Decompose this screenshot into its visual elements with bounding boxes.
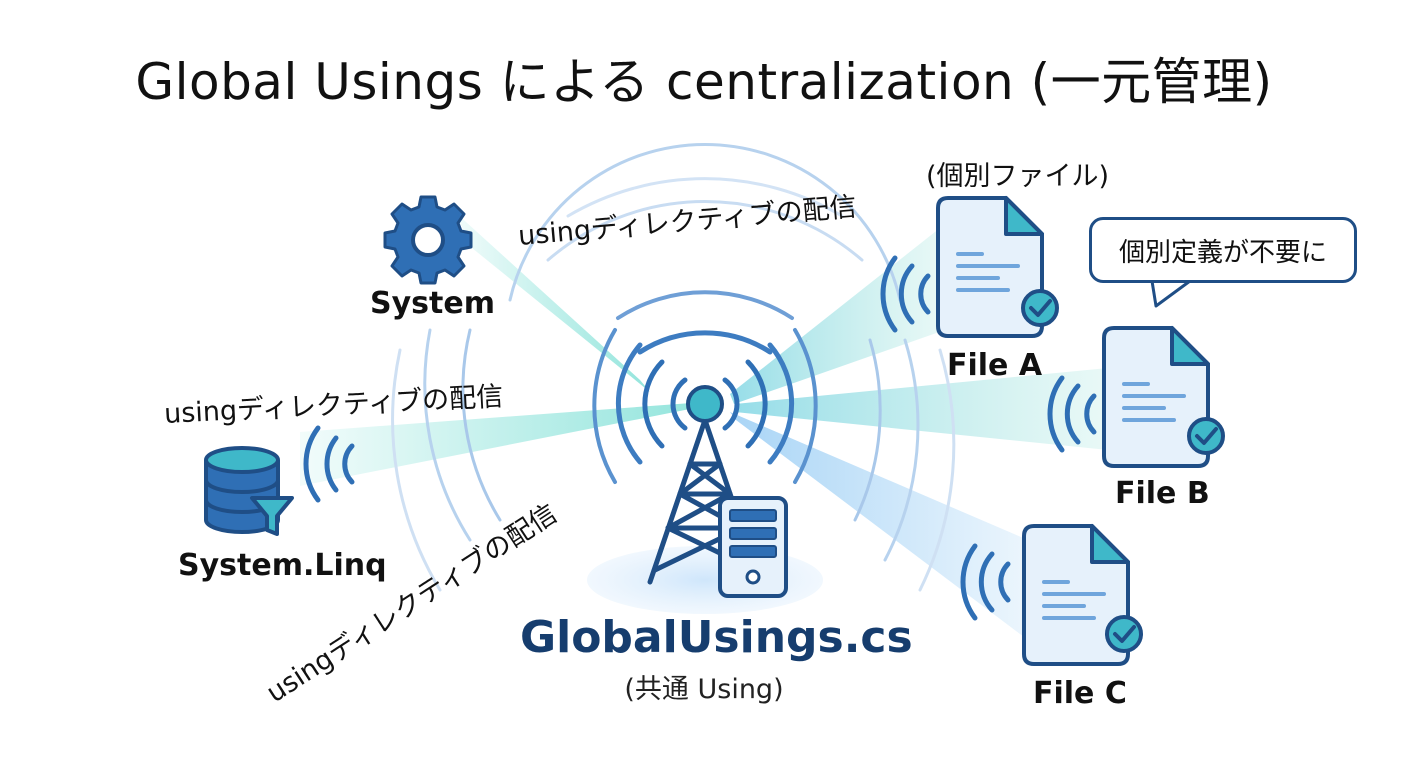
antenna-tip bbox=[686, 385, 724, 423]
beam-to-file-c bbox=[730, 412, 1028, 640]
gear-icon bbox=[383, 195, 473, 285]
server-icon bbox=[718, 496, 788, 598]
speech-bubble-tail bbox=[1150, 279, 1191, 308]
beam-to-file-b bbox=[735, 368, 1108, 450]
hub-name: GlobalUsings.cs bbox=[520, 612, 913, 663]
speech-bubble-text: 個別定義が不要に bbox=[1118, 237, 1327, 268]
hub-subtitle: (共通 Using) bbox=[624, 674, 784, 705]
hub-label: GlobalUsings.cs (共通 Using) bbox=[520, 612, 913, 706]
beam-to-system bbox=[455, 212, 650, 392]
source-label-system-linq: System.Linq bbox=[178, 548, 387, 583]
speech-bubble: 個別定義が不要に bbox=[1089, 217, 1357, 283]
receiver-arcs bbox=[303, 255, 1097, 621]
page-title: Global Usings による centralization (一元管理) bbox=[135, 53, 1273, 111]
source-label-system: System bbox=[370, 286, 495, 321]
file-b-document-icon bbox=[1102, 326, 1225, 468]
file-label-a: File A bbox=[947, 348, 1043, 383]
database-filter-icon bbox=[204, 446, 294, 536]
broadcast-waves bbox=[391, 142, 956, 592]
file-label-b: File B bbox=[1115, 476, 1210, 511]
file-a-document-icon bbox=[936, 196, 1059, 338]
antenna-arcs bbox=[592, 290, 818, 484]
files-note: (個別ファイル) bbox=[926, 161, 1110, 192]
file-c-document-icon bbox=[1022, 524, 1143, 666]
file-label-c: File C bbox=[1033, 676, 1127, 711]
beam-to-system-linq bbox=[300, 402, 705, 486]
